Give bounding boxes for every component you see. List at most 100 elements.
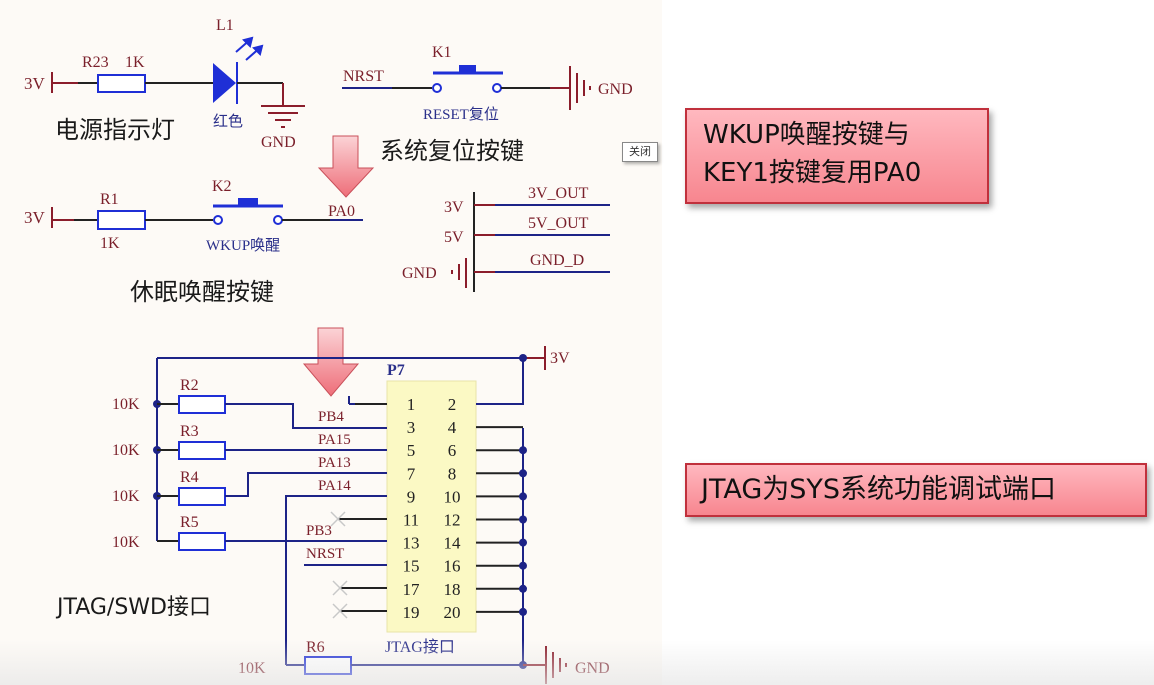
led-ground-label: GND [261, 134, 296, 151]
switch-contact [213, 215, 223, 225]
switch-contact [273, 215, 283, 225]
pin-number-14: 14 [444, 534, 462, 553]
wkup-callout: WKUP唤醒按键与 KEY1按键复用PA0 [685, 108, 989, 204]
reset-switch-label: RESET复位 [423, 105, 499, 123]
pin-number-4: 4 [448, 418, 457, 437]
wakeup-switch-label: WKUP唤醒 [206, 237, 280, 254]
switch-button-icon [459, 65, 476, 73]
pin-number-1: 1 [407, 395, 416, 414]
led-light-arrows-icon [235, 36, 264, 61]
r2-ref-label: R2 [180, 377, 199, 394]
pin-number-8: 8 [448, 464, 457, 483]
power-out-3v-label: 3V [444, 199, 464, 216]
jtag-header-p7 [386, 380, 477, 633]
r23-value-label: 1K [125, 54, 145, 71]
power-out-3v-net: 3V_OUT [528, 185, 589, 202]
r3-ref-label: R3 [180, 423, 199, 440]
r1-ref-label: R1 [100, 191, 119, 208]
resistor-r2 [178, 395, 226, 414]
power-led-circuit: 3V R23 1K L1 红色 GND 电源指示灯 [24, 17, 305, 151]
close-button[interactable]: 关闭 [622, 142, 658, 162]
pin-number-5: 5 [407, 441, 416, 460]
pin-number-20: 20 [444, 603, 461, 622]
junction-dot [519, 561, 527, 570]
r5-value-label: 10K [112, 534, 140, 551]
junction-dot [519, 515, 527, 524]
reset-switch-ref: K1 [432, 44, 452, 61]
junction-dot [519, 469, 527, 478]
pa14-wire [285, 495, 387, 665]
jtag-ground-label: GND [575, 660, 610, 677]
pin-number-10: 10 [444, 487, 461, 506]
power-out-5v-net: 5V_OUT [528, 215, 589, 232]
resistor-r1 [97, 210, 146, 230]
resistor-r4 [178, 487, 226, 506]
jtag-supply-label: 3V [550, 350, 570, 367]
pin-number-12: 12 [444, 511, 461, 530]
pa13-net-label: PA13 [318, 455, 351, 471]
reset-caption: 系统复位按键 [380, 137, 524, 165]
power-led-source-label: 3V [24, 74, 46, 93]
pb3-net-label: PB3 [306, 523, 332, 539]
led-ref-label: L1 [216, 17, 234, 34]
switch-button-icon [238, 198, 258, 206]
pin-number-19: 19 [403, 603, 420, 622]
wakeup-net-label: PA0 [328, 203, 355, 220]
no-connect-icon [332, 603, 348, 619]
pin-number-2: 2 [448, 395, 457, 414]
pin-number-11: 11 [403, 511, 419, 530]
r3-value-label: 10K [112, 442, 140, 459]
resistor-r3 [178, 441, 226, 460]
pin-number-16: 16 [444, 557, 461, 576]
r23-ref-label: R23 [82, 54, 109, 71]
power-out-gnd-label: GND [402, 265, 437, 282]
pa14-net-label: PA14 [318, 478, 351, 494]
pin-number-13: 13 [403, 534, 420, 553]
r4-value-label: 10K [112, 488, 140, 505]
wakeup-source-label: 3V [24, 208, 46, 227]
pin-number-6: 6 [448, 441, 457, 460]
junction-dot [519, 538, 527, 547]
junction-dot [519, 584, 527, 593]
switch-contact [432, 83, 442, 93]
pin-number-15: 15 [403, 557, 420, 576]
r4-ref-label: R4 [180, 469, 199, 486]
ground-icon [569, 66, 591, 110]
wkup-callout-line2: KEY1按键复用PA0 [703, 158, 922, 188]
ground-icon [451, 258, 467, 288]
ground-icon [261, 105, 305, 128]
jtag-arrow-icon [302, 327, 360, 397]
led-diode-icon [213, 63, 236, 103]
power-led-caption: 电源指示灯 [55, 116, 175, 144]
junction-dot [519, 492, 527, 501]
power-out-gnd-net: GND_D [530, 252, 584, 269]
resistor-r6 [304, 656, 352, 675]
r5-ref-label: R5 [180, 514, 199, 531]
pin-number-17: 17 [403, 580, 421, 599]
r6-ref-label: R6 [306, 639, 325, 656]
power-out-5v-label: 5V [444, 229, 464, 246]
pin-number-18: 18 [444, 580, 461, 599]
pin-number-7: 7 [407, 464, 416, 483]
pa13-wire [225, 472, 387, 497]
resistor-r23 [97, 74, 146, 93]
jtag-header-label: JTAG接口 [385, 638, 455, 656]
r6-value-label: 10K [238, 660, 266, 677]
pb4-net-label: PB4 [318, 409, 344, 425]
junction-dot [519, 446, 527, 455]
pa15-net-label: PA15 [318, 432, 351, 448]
jtag-callout: JTAG为SYS系统功能调试端口 [685, 463, 1147, 517]
reset-ground-label: GND [598, 81, 633, 98]
pb4-wire [225, 403, 387, 429]
r2-value-label: 10K [112, 396, 140, 413]
switch-contact [492, 83, 502, 93]
no-connect-icon [332, 580, 348, 596]
junction-dot [519, 607, 527, 616]
pin-number-3: 3 [407, 418, 416, 437]
pin-number-9: 9 [407, 487, 416, 506]
reset-net-label: NRST [343, 68, 384, 85]
wakeup-caption: 休眠唤醒按键 [130, 278, 274, 306]
